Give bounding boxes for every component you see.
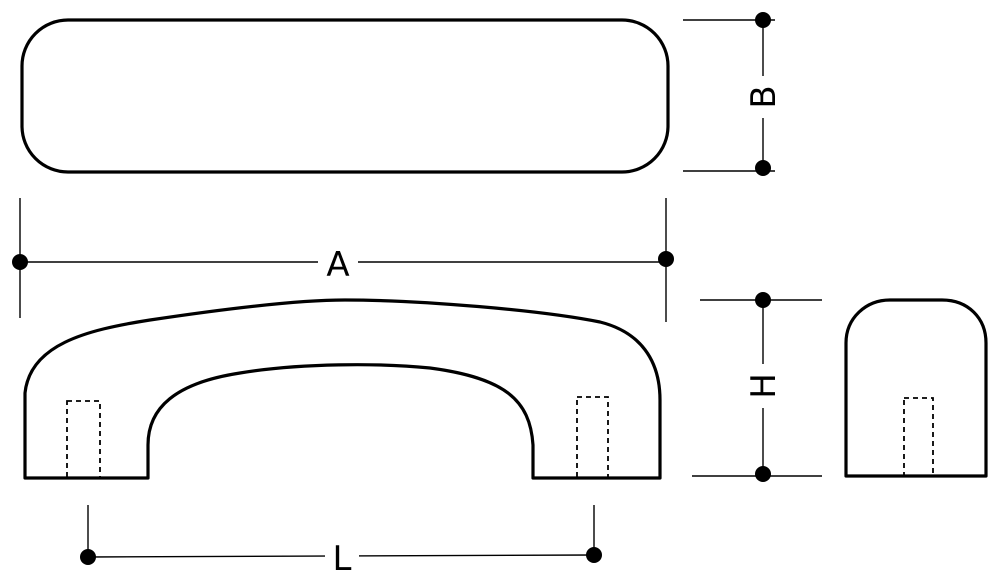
dimension-h: H <box>692 292 822 482</box>
dimension-b-endpoint-bottom <box>755 160 771 176</box>
dimension-b: B <box>683 12 784 176</box>
dimension-l-label-bg <box>325 537 359 581</box>
dimension-b-label-bg <box>748 76 780 118</box>
dimension-h-label-bg <box>748 364 780 408</box>
dimension-a-label-bg <box>318 244 358 284</box>
dimension-a-endpoint-right <box>658 251 674 267</box>
handle-top-view <box>20 18 670 174</box>
dimension-h-endpoint-bottom <box>755 466 771 482</box>
dimension-a-endpoint-left <box>12 254 28 270</box>
screw-hole-right-hidden <box>576 396 609 479</box>
dimension-l-label: L <box>333 539 352 579</box>
handle-front-view <box>23 298 662 480</box>
dimension-h-label: H <box>744 373 784 399</box>
dimension-l-endpoint-right <box>586 547 602 563</box>
dimension-l-endpoint-left <box>80 549 96 565</box>
dimension-a: A <box>12 198 674 322</box>
dimension-b-endpoint-top <box>755 12 771 28</box>
dimension-a-label: A <box>326 245 349 285</box>
dimension-h-endpoint-top <box>755 292 771 308</box>
screw-hole-left-hidden <box>66 400 101 479</box>
dimension-b-label: B <box>744 85 784 108</box>
handle-side-view <box>844 298 988 478</box>
dimension-l: L <box>80 505 602 581</box>
screw-hole-side-hidden <box>903 397 934 477</box>
